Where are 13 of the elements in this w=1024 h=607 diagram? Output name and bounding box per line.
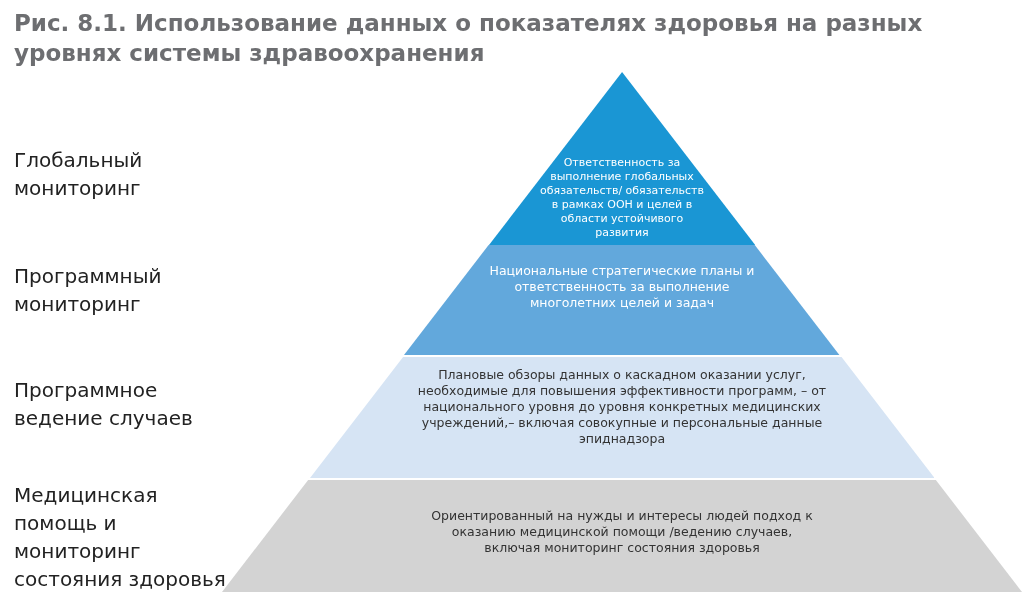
level-label: Программный мониторинг [14,263,163,318]
pyramid-tier [222,480,1022,592]
level-label: Программное ведение случаев [14,377,194,432]
tier-description: Плановые обзоры данных о каскадном оказании услуг, необходимые для повышения эффективности программ, – от национального уровня до уровня конкретных медицинских учреждений,– включая совокупные и персональные данные эпиднадзора [416,367,828,447]
figure-title: Рис. 8.1. Использование данных о показателях здоровья на разных уровнях системы здравоохранения [14,9,924,68]
pyramid-tier [404,245,840,355]
tier-description: Ориентированный на нужды и интересы людей подход к оказанию медицинской помощи /ведению случаев, включая мониторинг состояния здоровья [430,508,814,556]
pyramid-apex-triangle [488,72,756,245]
level-label: Глобальный мониторинг [14,147,144,202]
level-label: Медицинская помощь и мониторинг состояния здоровья [14,482,227,593]
tier-description: Ответственность за выполнение глобальных обязательств/ обязательств в рамках ООН и целей в области устойчивого развития [539,156,705,240]
pyramid-tier [309,357,935,478]
tier-description: Национальные стратегические планы и ответственность за выполнение многолетних целей и задач [488,263,756,311]
